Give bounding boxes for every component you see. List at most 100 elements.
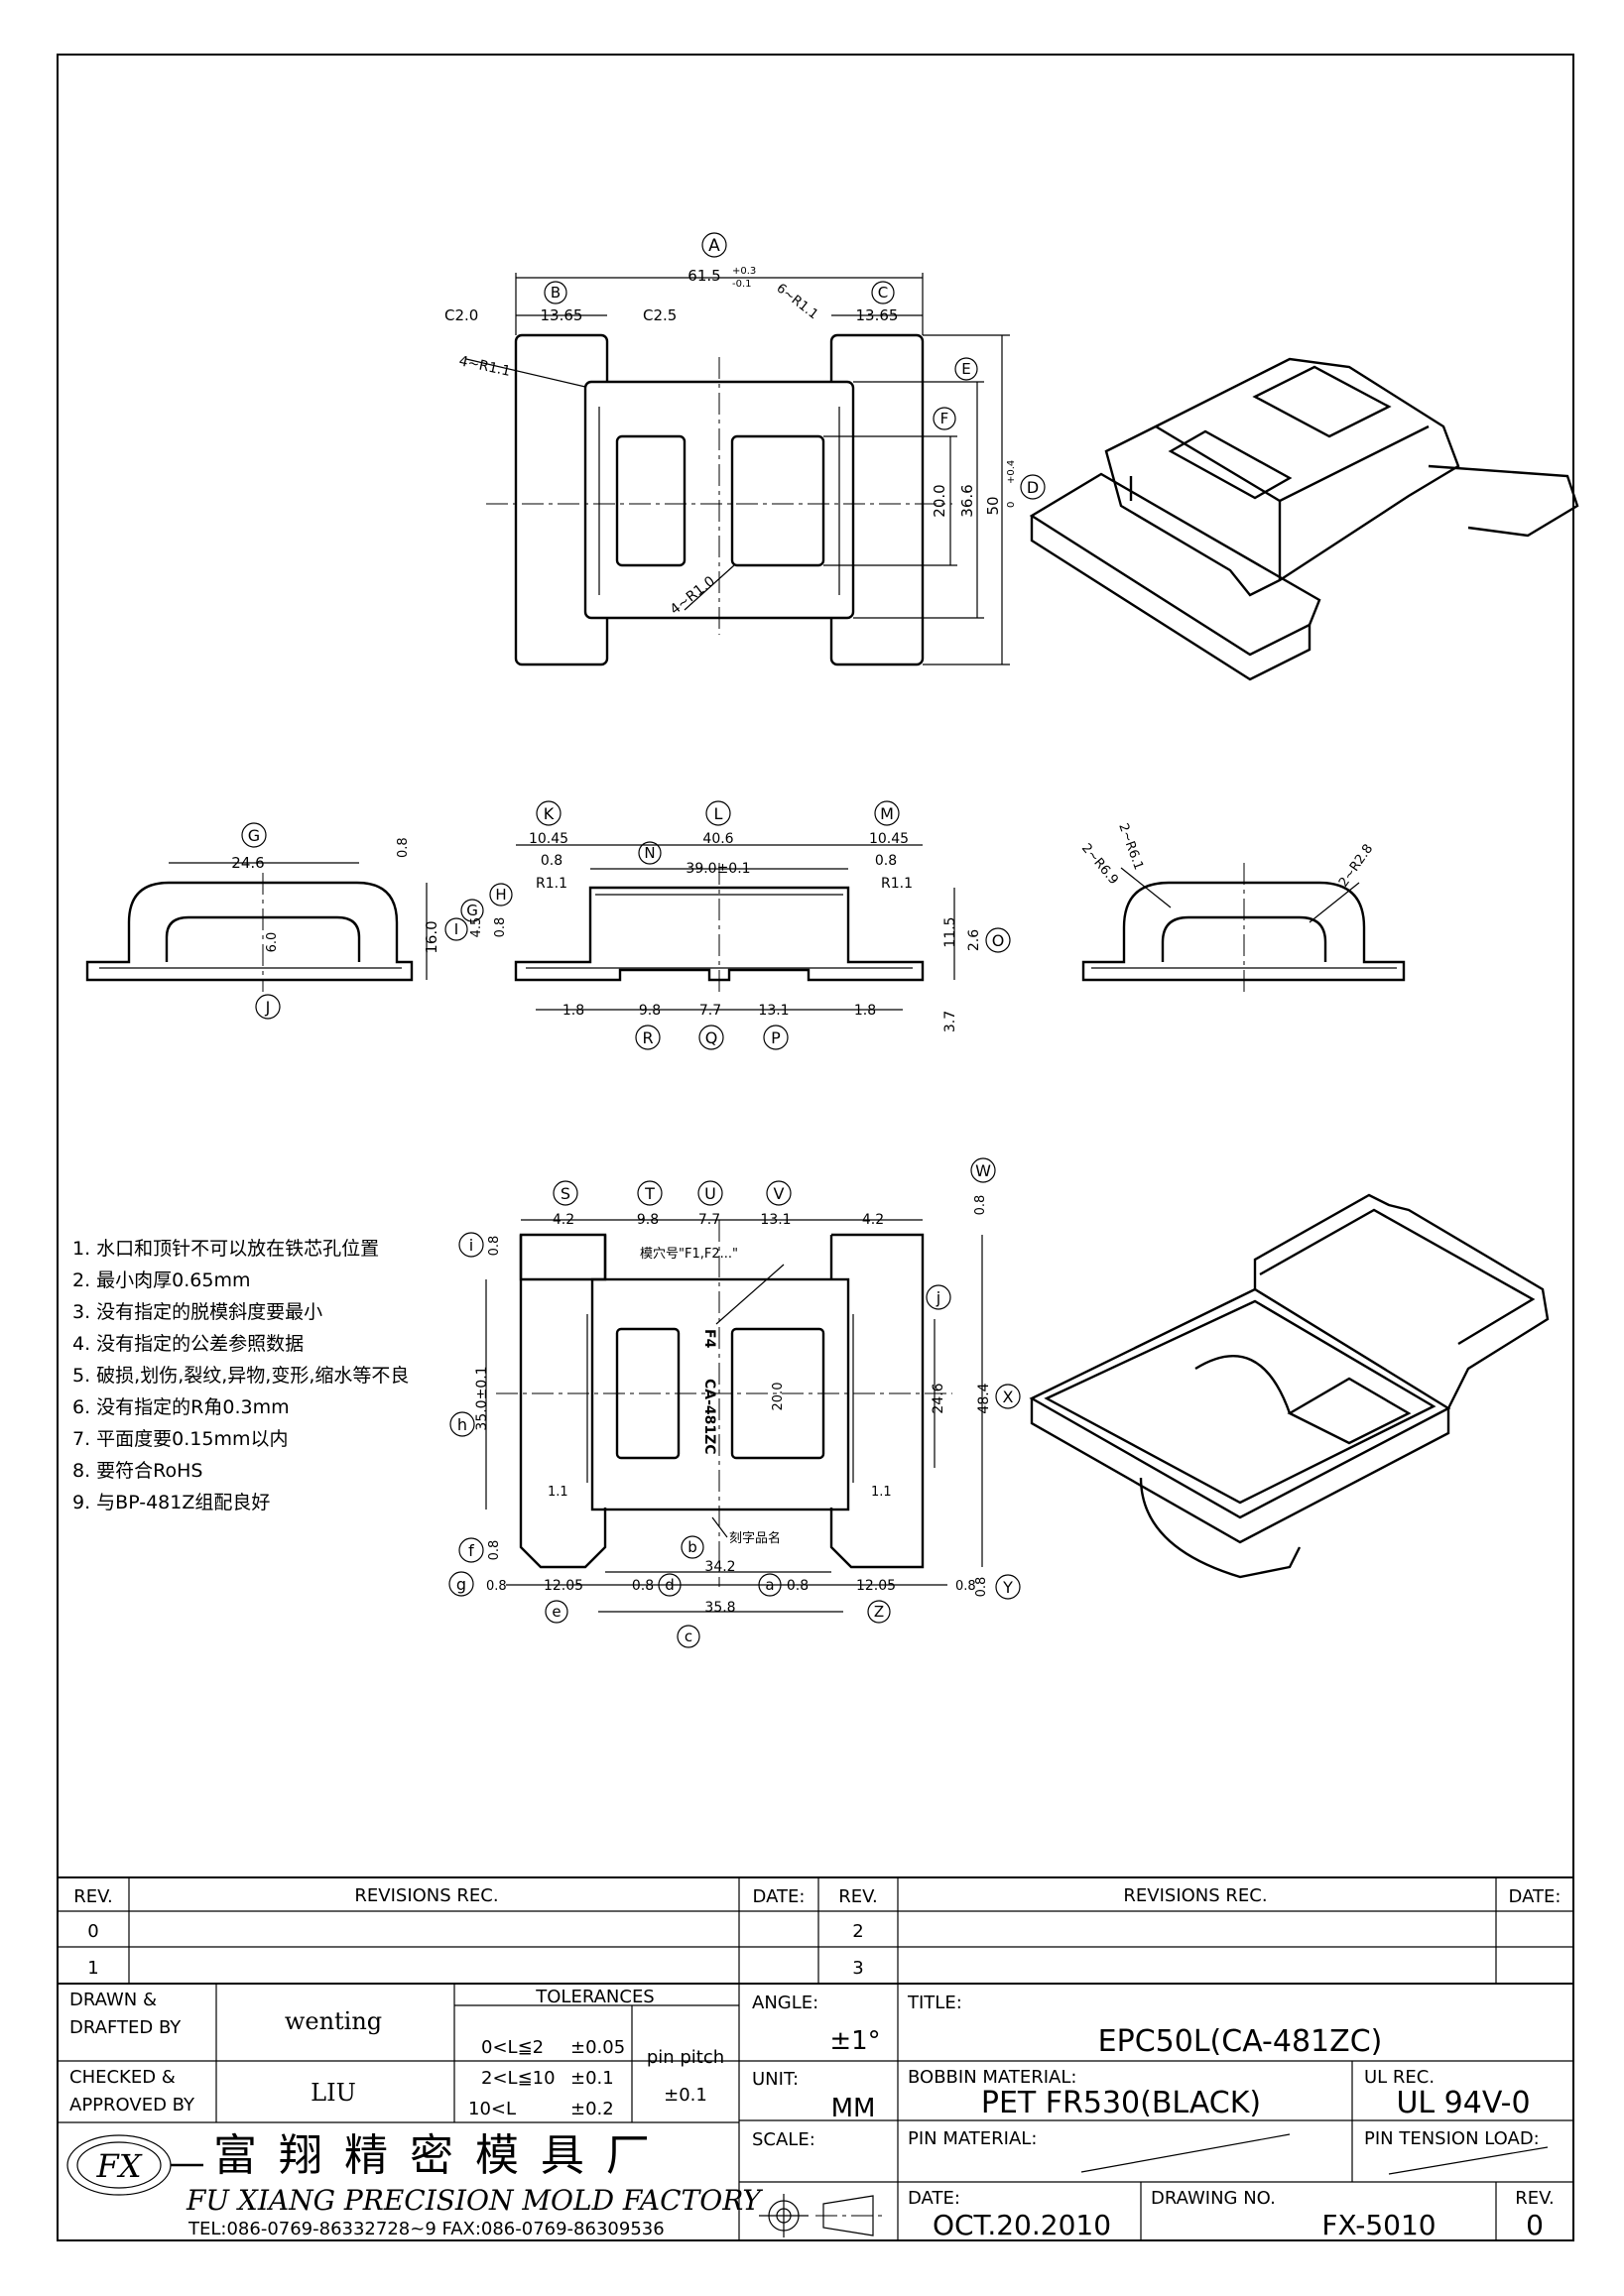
dim-bottom-gap-right: 1.1: [871, 1485, 892, 1500]
tol-value-1: ±0.1: [570, 2068, 614, 2089]
callout-L: L: [714, 804, 723, 823]
side-view-middle: K L M N O P Q R 10.45 40.6 10.45 39.0±0.…: [514, 800, 1011, 1050]
dim-bottom-x: 48.4: [976, 1383, 992, 1413]
dim-bottom-c: 35.8: [704, 1600, 735, 1616]
dim-bottom-j: 24.6: [931, 1383, 946, 1413]
dim-mid-h-base: 2.6: [966, 929, 982, 951]
dim-bottom-bot-3: 12.05: [856, 1578, 896, 1594]
callout-j: j: [936, 1288, 940, 1307]
dim-height-body: 36.6: [958, 484, 976, 517]
dim-bottom-b: 34.2: [704, 1559, 735, 1575]
tol-range-1: 2<L≦10: [481, 2068, 556, 2089]
callout-K: K: [544, 804, 555, 823]
callout-Q: Q: [705, 1028, 718, 1047]
iso-view-top: [1029, 357, 1579, 681]
dim-left-d2: 0.8: [493, 917, 508, 938]
callout-i: i: [469, 1236, 473, 1255]
callout-C: C: [878, 284, 888, 302]
dim-bottom-top-3: 13.1: [760, 1212, 791, 1228]
callout-e: e: [552, 1603, 561, 1621]
engrave-note: 刻字品名: [729, 1530, 781, 1546]
checked-by: LIU: [311, 2079, 356, 2107]
cavity-mark: F4: [701, 1329, 717, 1349]
dim-mid-gap: 7.7: [699, 1003, 721, 1019]
dim-bottom-w: 0.8: [973, 1195, 988, 1216]
dim-left-d1: 4.5: [469, 917, 484, 938]
dim-height-window: 20.0: [931, 484, 948, 517]
rev-row-3: 3: [852, 1958, 863, 1979]
dim-bottom-top-1: 9.8: [637, 1212, 659, 1228]
dim-height-tol-plus: +0.4: [1006, 460, 1017, 484]
sheet-border: [57, 54, 1574, 2241]
note-5: 5. 破损,划伤,裂纹,异物,变形,缩水等不良: [72, 1365, 409, 1387]
callout-f: f: [468, 1541, 474, 1560]
dim-mid-left-margin: 10.45: [529, 831, 568, 847]
dim-bottom-i: 0.8: [487, 1236, 502, 1257]
dim-mid-radius-right: R1.1: [881, 876, 913, 892]
cavity-note: 模穴号"F1,F2...": [640, 1247, 738, 1262]
side-view-left: G 24.6 0.8 6.0 16.0 4.5 0.8 G H I J: [85, 822, 513, 1020]
note-3: 3. 没有指定的脱模斜度要最小: [72, 1301, 322, 1323]
callout-E: E: [961, 360, 970, 378]
angle-value: ±1°: [829, 2026, 880, 2056]
logo-text: FX: [96, 2147, 143, 2185]
dim-bottom-bot-1: 0.8: [632, 1578, 654, 1594]
dim-flange-left: 13.65: [541, 306, 583, 324]
callout-h: h: [457, 1415, 467, 1434]
rev-row-0: 0: [87, 1921, 98, 1942]
dim-mid-h-body: 11.5: [942, 916, 958, 947]
callout-O: O: [992, 931, 1005, 950]
angle-label: ANGLE:: [752, 1993, 818, 2013]
side-view-right: 2~R6.9 2~R6.1 2~R2.8: [1078, 821, 1406, 992]
dim-mid-pin-w2: 13.1: [758, 1003, 789, 1019]
dim-bottom-y2: 0.8: [955, 1579, 976, 1594]
dim-bottom-window: 20.0: [771, 1383, 786, 1411]
dim-mid-right-margin: 10.45: [869, 831, 909, 847]
tol-range-0: 0<L≦2: [481, 2037, 544, 2058]
dim-left-inner: 6.0: [265, 932, 280, 953]
dim-bottom-top-2: 7.7: [698, 1212, 720, 1228]
callout-a: a: [765, 1576, 774, 1594]
note-7: 7. 平面度要0.15mm以内: [72, 1428, 289, 1450]
dim-overall-tol-plus: +0.3: [732, 266, 756, 277]
callout-F: F: [940, 410, 949, 427]
bottom-view-body: [590, 1277, 850, 1511]
revisions-table: REV. REVISIONS REC. DATE: REV. REVISIONS…: [58, 1876, 1573, 1985]
dim-radius-right: 6~R1.1: [774, 281, 821, 322]
title-value: EPC50L(CA-481ZC): [1098, 2024, 1383, 2059]
rec-header-left: REVISIONS REC.: [354, 1885, 498, 1906]
dim-left-width: 24.6: [231, 854, 264, 872]
dim-bottom-top-0: 4.2: [553, 1212, 574, 1228]
dim-bottom-f: 0.8: [487, 1540, 502, 1561]
dim-mid-wall-left: 0.8: [541, 853, 562, 869]
note-4: 4. 没有指定的公差参照数据: [72, 1333, 304, 1355]
checked-label: CHECKED &: [69, 2067, 176, 2088]
callout-b: b: [687, 1538, 697, 1556]
tolerances-label: TOLERANCES: [535, 1987, 655, 2007]
date-value: OCT.20.2010: [933, 2209, 1111, 2241]
rev-value: 0: [1526, 2209, 1544, 2241]
note-1: 1. 水口和顶针不可以放在铁芯孔位置: [72, 1238, 379, 1260]
dim-height-total: 50: [984, 496, 1002, 515]
projection-symbol-icon: [759, 2194, 883, 2237]
ul-label: UL REC.: [1364, 2067, 1435, 2088]
callout-c: c: [685, 1628, 692, 1645]
dim-bottom-top-4: 4.2: [862, 1212, 884, 1228]
callout-N: N: [644, 844, 655, 862]
callout-W: W: [975, 1161, 991, 1180]
rev-header-left: REV.: [73, 1886, 113, 1907]
callout-I: I: [454, 920, 458, 938]
dim-mid-body: 40.6: [702, 831, 733, 847]
dim-bottom-h: 35.0±0.1: [474, 1366, 490, 1430]
dim-radius-corner: 4~R1.1: [457, 353, 512, 380]
callout-Y: Y: [1002, 1578, 1013, 1597]
dim-flange-right: 13.65: [856, 306, 899, 324]
callout-M: M: [880, 804, 894, 823]
dim-mid-wall-right: 0.8: [875, 853, 897, 869]
drawing-no-label: DRAWING NO.: [1151, 2188, 1276, 2209]
company-en: FU XIANG PRECISION MOLD FACTORY: [186, 2184, 763, 2217]
dim-mid-h-step: 3.7: [942, 1011, 958, 1032]
company-logo-icon: FX: [66, 2134, 203, 2196]
drafted-label: DRAFTED BY: [69, 2017, 182, 2038]
